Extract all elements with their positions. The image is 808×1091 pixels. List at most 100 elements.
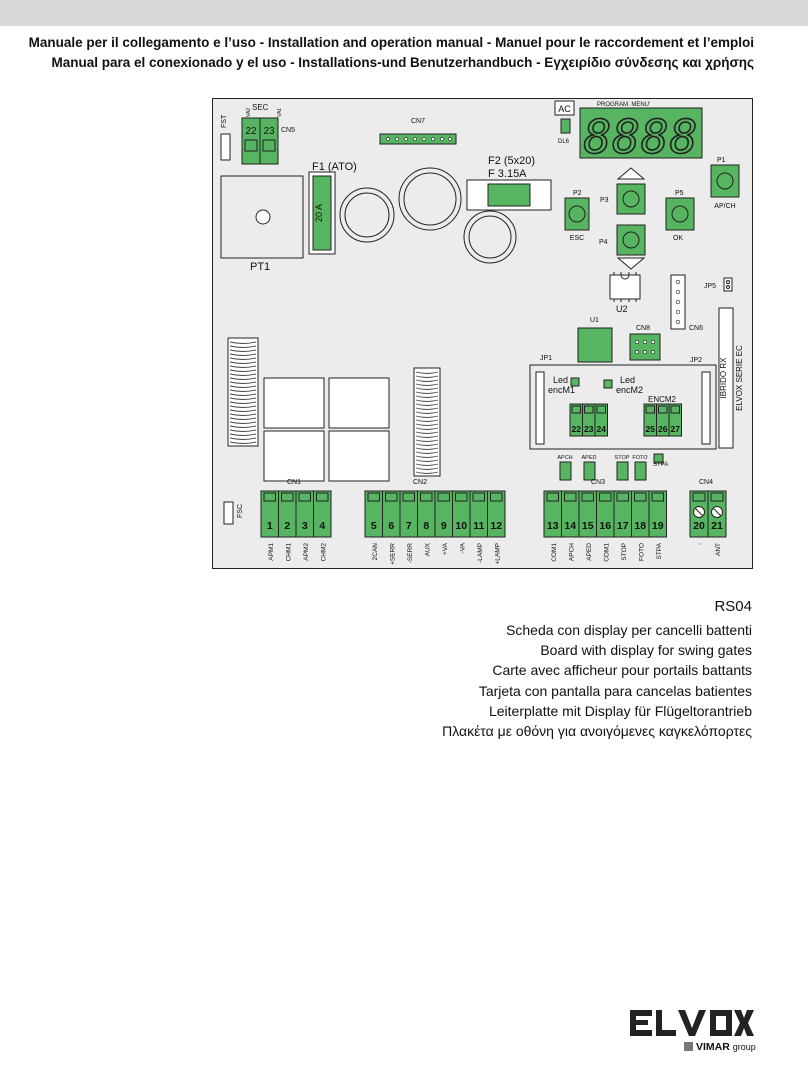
terminal-label: 2CAN — [372, 543, 379, 561]
terminal-label: COM1 — [551, 543, 558, 562]
terminal-label: -SERR — [407, 543, 414, 564]
u1-label: U1 — [590, 317, 599, 324]
p3-button — [616, 183, 646, 215]
enc-m2-label: encM2 — [616, 385, 643, 395]
led-m2-label: Led — [620, 375, 635, 385]
description-it: Scheda con display per cancelli battenti — [506, 622, 752, 638]
stpa-led-label: STPA — [653, 462, 668, 468]
terminal — [313, 490, 332, 538]
cn8-connector — [629, 333, 661, 361]
down-arrow-icon — [616, 257, 646, 270]
module-series: ELVOX SERIE EC — [735, 345, 744, 411]
cn8-label: CN8 — [636, 325, 650, 332]
terminal-number: 26 — [658, 424, 668, 434]
terminal-label: STPA — [656, 542, 663, 559]
f1-fuse — [312, 175, 332, 251]
led-label: APED — [582, 455, 597, 461]
fsc-fuse — [223, 501, 234, 525]
terminal — [648, 490, 667, 538]
cn4-label: CN4 — [699, 479, 713, 486]
group-text: group — [732, 1042, 756, 1052]
u2-label: U2 — [616, 304, 628, 314]
esc-label: ESC — [570, 235, 584, 242]
relays — [263, 377, 390, 482]
p3-label: P3 — [600, 197, 609, 204]
fst-label: FST — [221, 114, 228, 128]
terminal-number: 21 — [711, 520, 723, 532]
terminal-label: APED — [586, 543, 593, 561]
cn7-connector — [379, 133, 457, 145]
terminal-number: 2 — [284, 520, 290, 532]
terminal-number: 7 — [406, 520, 412, 532]
terminal-label: STOP — [621, 543, 628, 561]
sec-label: SEC — [252, 103, 269, 112]
header-line-2: Manual para el conexionado y el uso - In… — [51, 55, 755, 70]
terminal-number: 20 — [693, 520, 705, 532]
terminal-number: 19 — [652, 520, 664, 532]
module-name: IBRIDO RX — [719, 357, 728, 399]
f2-label: F2 (5x20) — [488, 155, 535, 167]
ok-label: OK — [673, 235, 683, 242]
cn6-label: CN6 — [689, 325, 703, 332]
coil-left — [227, 337, 259, 447]
terminal-number: 5 — [371, 520, 377, 532]
u1-module — [577, 327, 613, 363]
terminal-number: 4 — [319, 520, 325, 532]
cn1-label: CN1 — [287, 479, 301, 486]
led-label: APCH — [557, 455, 572, 461]
terminal-label: COM1 — [603, 543, 610, 562]
jp2-label: JP2 — [690, 357, 702, 364]
terminal-number: 12 — [490, 520, 502, 532]
product-descriptions: Scheda con display per cancelli battenti… — [442, 620, 752, 741]
terminal-number: 27 — [671, 424, 681, 434]
terminal-label: +VA — [442, 542, 449, 555]
terminal-label: FOTO — [638, 543, 645, 561]
p2-label: P2 — [573, 190, 582, 197]
cn2-label: CN2 — [413, 479, 427, 486]
led-label: STOP — [615, 455, 630, 461]
terminal-number: 11 — [473, 520, 484, 532]
cn3-terminal-block: CN313COM114APCH15APED16COM117STOP18FOTO1… — [543, 479, 667, 562]
description-es: Tarjeta con pantalla para cancelas batie… — [478, 682, 752, 699]
cn7-label: CN7 — [411, 118, 425, 125]
f2-rating: F 3.15A — [488, 168, 527, 180]
top-gray-bar — [0, 0, 808, 26]
f1-label: F1 (ATO) — [312, 161, 357, 173]
terminal-label: CHM2 — [320, 543, 327, 562]
status-led — [616, 461, 629, 481]
module-slot — [718, 307, 734, 449]
status-led — [583, 461, 596, 481]
terminal-number: 6 — [388, 520, 394, 532]
vimar-mark-icon — [684, 1042, 693, 1051]
jp5-jumper — [723, 277, 733, 292]
terminal-number: 15 — [582, 520, 594, 532]
terminal-label: AUX — [424, 542, 431, 556]
description-el: Πλακέτα με οθόνη για ανοιγόμενες καγκελό… — [442, 723, 752, 740]
model-code: RS04 — [714, 598, 752, 615]
p1-label: P1 — [717, 157, 726, 164]
terminal-label: -VA — [459, 542, 466, 553]
enc-m1-label: encM1 — [548, 385, 575, 395]
fuse-rating: 20 A — [314, 204, 324, 222]
led-encm2 — [603, 379, 613, 389]
terminal-number: 18 — [634, 520, 646, 532]
vimar-group-brand: VIMAR group — [684, 1041, 756, 1053]
p5-label: P5 — [675, 190, 684, 197]
va2-label: VA2 — [246, 108, 252, 117]
circuit-board-diagram: SEC VA2 VA1 FST 22 23 CN5 CN7 F1 (ATO) 2… — [212, 98, 753, 569]
jp5-label: JP5 — [704, 283, 716, 290]
terminal-label: +LAMP — [494, 543, 501, 565]
cn2-terminal-block: CN252CAN6+SERR7-SERR8AUX9+VA10-VA11-LAMP… — [364, 479, 506, 565]
elvox-logo — [630, 1008, 754, 1056]
sec-terminal: 22 — [245, 126, 257, 137]
coil-middle — [413, 367, 441, 477]
pt1-label: PT1 — [250, 261, 270, 273]
p1-button — [710, 164, 740, 198]
status-led — [559, 461, 572, 481]
va1-label: VA1 — [277, 108, 283, 117]
terminal-label: APM1 — [268, 543, 275, 561]
f2-fuse — [487, 183, 531, 207]
